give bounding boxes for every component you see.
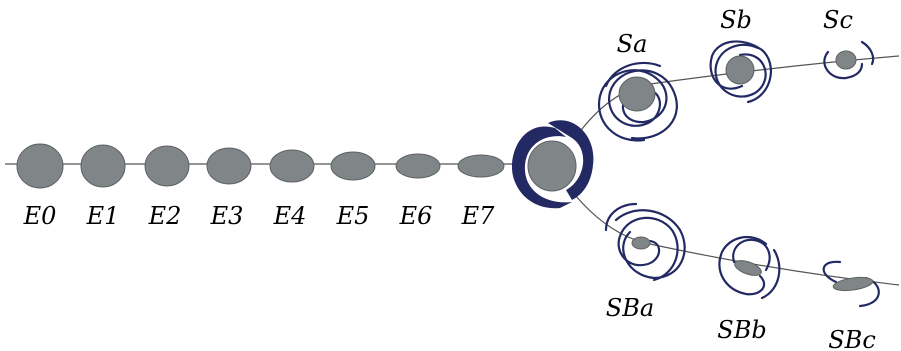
label-sb: Sb xyxy=(720,6,752,34)
label-sba: SBa xyxy=(606,294,654,322)
galaxy-sba xyxy=(604,202,686,282)
label-sbc: SBc xyxy=(828,326,876,351)
galaxy-sbc xyxy=(822,260,880,308)
galaxy-e0 xyxy=(16,143,64,189)
label-e2: E2 xyxy=(148,202,182,230)
galaxy-e6 xyxy=(395,153,441,179)
label-e3: E3 xyxy=(210,202,244,230)
label-e6: E6 xyxy=(399,202,433,230)
galaxy-s0 xyxy=(511,120,594,209)
galaxy-sbb xyxy=(718,235,781,300)
galaxy-sb xyxy=(709,40,772,104)
label-e4: E4 xyxy=(273,202,307,230)
galaxy-e4 xyxy=(269,149,315,183)
galaxy-e7 xyxy=(457,154,505,178)
galaxy-sc xyxy=(823,40,875,80)
label-sc: Sc xyxy=(823,6,853,34)
galaxy-sa xyxy=(597,61,678,142)
label-e5: E5 xyxy=(336,202,370,230)
label-e1: E1 xyxy=(86,202,120,230)
label-sbb: SBb xyxy=(717,316,766,344)
galaxy-e5 xyxy=(330,151,376,181)
label-e7: E7 xyxy=(461,202,496,230)
galaxy-e3 xyxy=(206,147,252,185)
barred-spiral-track xyxy=(574,194,900,286)
galaxy-e2 xyxy=(144,145,190,187)
galaxy-e1 xyxy=(80,144,126,188)
label-sa: Sa xyxy=(617,30,648,58)
label-e0: E0 xyxy=(23,202,57,230)
